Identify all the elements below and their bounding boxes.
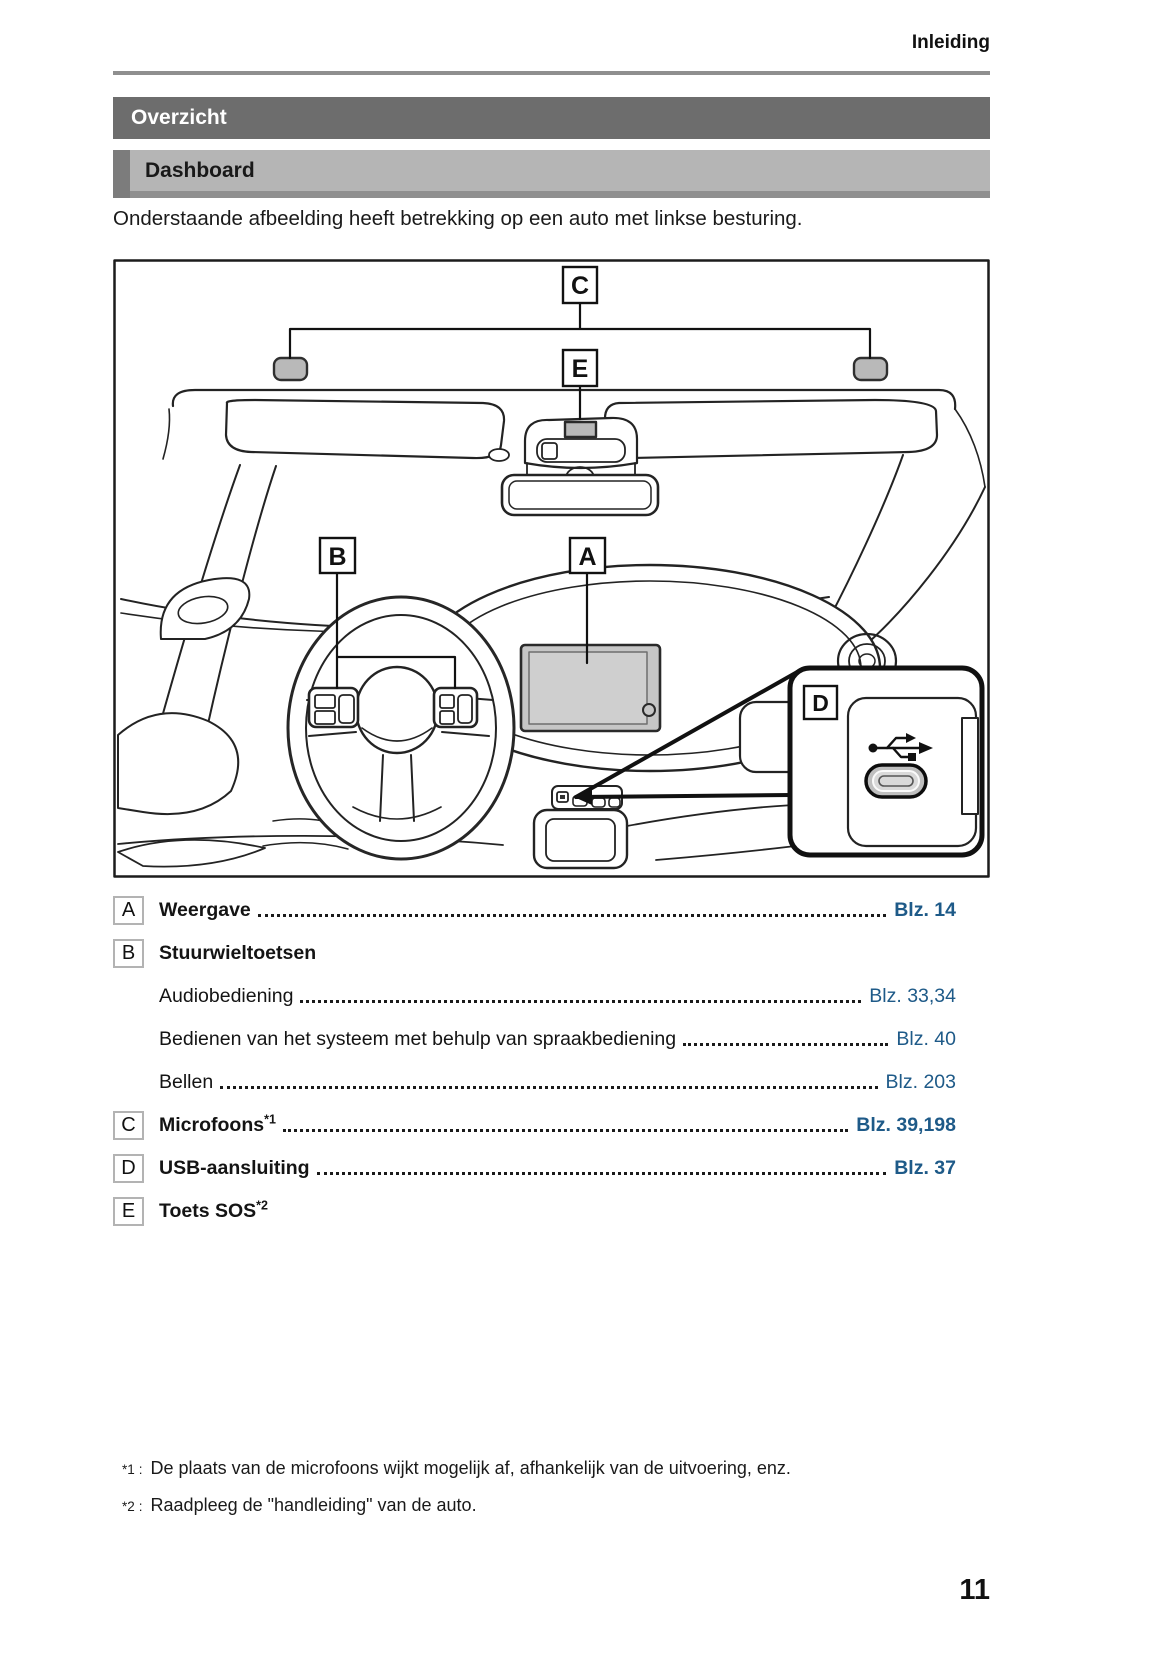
legend-row-stuurwieltoetsen: B Stuurwieltoetsen: [113, 938, 990, 968]
svg-text:C: C: [571, 272, 589, 300]
chapter-header: Inleiding: [911, 32, 990, 53]
diagram-label-c: C: [561, 265, 599, 305]
legend-row-audiobediening: Audiobediening Blz. 33,34: [113, 981, 990, 1011]
footnote-text: Raadpleeg de "handleiding" van de auto.: [150, 1495, 477, 1515]
footnote-marker-ref: *1: [264, 1112, 276, 1126]
footnote-separator: :: [138, 1499, 143, 1514]
dashboard-diagram: C E B A D: [113, 259, 990, 878]
legend-row-weergave: A Weergave Blz. 14: [113, 895, 990, 925]
header-rule: [113, 71, 990, 75]
legend-row-usb-aansluiting: D USB-aansluiting Blz. 37: [113, 1153, 990, 1183]
page-reference: Blz. 39,198: [856, 1113, 956, 1136]
footnote-marker-ref: *2: [256, 1198, 268, 1212]
dot-leader: [220, 1085, 878, 1089]
dot-leader: [316, 1171, 887, 1175]
svg-text:A: A: [578, 543, 596, 571]
callout-line-c: [288, 301, 872, 360]
diagram-label-d: D: [802, 684, 839, 721]
page-reference: Blz. 33,34: [869, 984, 956, 1007]
svg-text:E: E: [572, 355, 589, 383]
legend-label: Weergave: [159, 898, 251, 921]
footnote-2: *2 : Raadpleeg de "handleiding" van de a…: [122, 1495, 990, 1516]
legend-row-toets-sos: E Toets SOS*2: [113, 1196, 990, 1226]
subsection-banner: Dashboard: [113, 150, 990, 198]
diagram-label-a: A: [568, 536, 607, 575]
footnote-separator: :: [138, 1462, 143, 1477]
sun-visor-left: [224, 398, 510, 462]
svg-text:D: D: [812, 690, 829, 716]
sos-button: [563, 420, 598, 439]
side-mirror: [177, 595, 229, 625]
legend-list: A Weergave Blz. 14 B Stuurwieltoetsen Au…: [113, 895, 990, 1239]
legend-label: Microfoons*1: [159, 1112, 276, 1136]
page-number: 11: [959, 1574, 990, 1606]
dot-leader: [257, 913, 887, 917]
legend-badge-b: B: [113, 938, 144, 968]
legend-badge-a: A: [113, 895, 144, 925]
diagram-label-e: E: [561, 348, 599, 388]
legend-label: Bedienen van het systeem met behulp van …: [159, 1027, 677, 1050]
dot-leader: [683, 1042, 889, 1046]
dashboard-line-art: [113, 259, 990, 878]
intro-text: Onderstaande afbeelding heeft betrekking…: [113, 207, 803, 230]
subsection-banner-accent: [113, 150, 130, 198]
display-screen: [519, 643, 662, 733]
page-reference: Blz. 14: [894, 898, 956, 921]
callout-line-b: [335, 571, 457, 690]
subsection-banner-body: Dashboard: [130, 150, 990, 191]
legend-badge-e: E: [113, 1196, 144, 1226]
steering-wheel-buttons-right: [432, 686, 479, 729]
rearview-mirror: [500, 473, 660, 517]
legend-row-spraakbediening: Bedienen van het systeem met behulp van …: [113, 1024, 990, 1054]
diagram-label-b: B: [318, 536, 357, 575]
page-reference: Blz. 40: [896, 1027, 956, 1050]
callout-wedge-d: [574, 669, 801, 799]
dot-leader: [282, 1128, 849, 1132]
usb-icon: [868, 733, 933, 761]
overhead-console: [523, 416, 639, 470]
legend-label: Audiobediening: [159, 984, 294, 1007]
footnote-text: De plaats van de microfoons wijkt mogeli…: [150, 1458, 791, 1478]
usb-c-port: [864, 763, 928, 799]
footnote-marker: *2: [122, 1499, 135, 1514]
steering-wheel-buttons-left: [307, 686, 360, 729]
section-banner-label: Overzicht: [131, 106, 227, 129]
subsection-banner-label: Dashboard: [145, 158, 255, 182]
microphone-left: [272, 356, 309, 382]
gear-shifter: [532, 808, 629, 870]
legend-label: Stuurwieltoetsen: [159, 941, 317, 964]
legend-row-microfoons: C Microfoons*1 Blz. 39,198: [113, 1110, 990, 1140]
legend-label: Toets SOS*2: [159, 1198, 268, 1222]
section-banner: Overzicht: [113, 97, 990, 139]
footnotes: *1 : De plaats van de microfoons wijkt m…: [122, 1458, 990, 1532]
microphone-right: [852, 356, 889, 382]
subsection-banner-shadow: [130, 191, 990, 198]
footnote-1: *1 : De plaats van de microfoons wijkt m…: [122, 1458, 990, 1479]
page-reference: Blz. 203: [885, 1070, 956, 1093]
legend-badge-d: D: [113, 1153, 144, 1183]
legend-badge-c: C: [113, 1110, 144, 1140]
sun-visor-right: [603, 398, 939, 462]
legend-row-bellen: Bellen Blz. 203: [113, 1067, 990, 1097]
page-reference: Blz. 37: [894, 1156, 956, 1179]
footnote-marker: *1: [122, 1462, 135, 1477]
legend-label: Bellen: [159, 1070, 214, 1093]
dot-leader: [300, 999, 862, 1003]
legend-label: USB-aansluiting: [159, 1156, 310, 1179]
svg-text:B: B: [328, 543, 346, 571]
